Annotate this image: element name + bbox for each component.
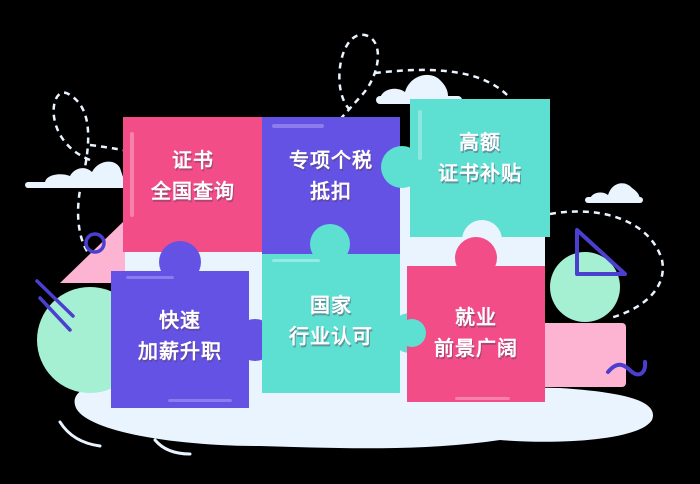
piece-line2: 前景广阔 bbox=[434, 336, 518, 360]
piece-line1: 专项个税 bbox=[289, 148, 373, 172]
piece-line2: 行业认可 bbox=[289, 324, 373, 348]
piece-line1: 高额 bbox=[459, 130, 501, 154]
piece-tax-deduction: 专项个税 抵扣 bbox=[262, 145, 400, 207]
piece-line2: 抵扣 bbox=[310, 179, 352, 203]
piece-line2: 证书补贴 bbox=[438, 161, 522, 185]
piece-line2: 加薪升职 bbox=[138, 339, 222, 363]
piece-cert-query: 证书 全国查询 bbox=[123, 145, 263, 207]
piece-line1: 国家 bbox=[310, 293, 352, 317]
piece-fast-promotion: 快速 加薪升职 bbox=[111, 305, 249, 367]
piece-line1: 快速 bbox=[159, 308, 201, 332]
piece-career-prospects: 就业 前景广阔 bbox=[407, 302, 545, 364]
piece-line1: 证书 bbox=[172, 148, 214, 172]
piece-high-subsidy: 高额 证书补贴 bbox=[410, 127, 550, 189]
piece-line2: 全国查询 bbox=[151, 179, 235, 203]
piece-line1: 就业 bbox=[455, 305, 497, 329]
piece-national-recognition: 国家 行业认可 bbox=[262, 290, 400, 352]
